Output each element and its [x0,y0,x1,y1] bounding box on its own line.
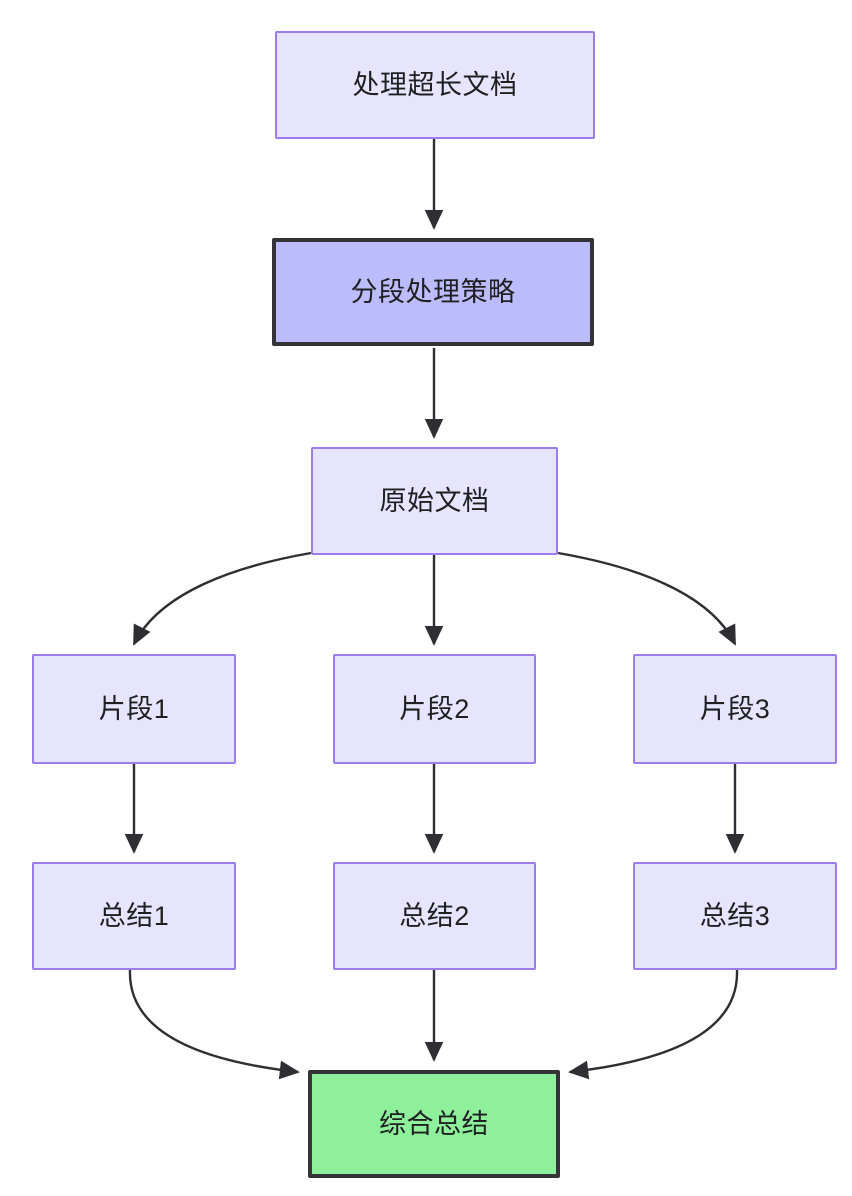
node-label-summary-2: 总结2 [399,900,470,931]
node-doc-long[interactable]: 处理超长文档 [275,31,595,139]
node-label-doc-long: 处理超长文档 [352,69,518,100]
node-label-fragment-2: 片段2 [399,693,470,724]
node-chunk-policy[interactable]: 分段处理策略 [272,238,594,346]
node-label-summary-final: 综合总结 [379,1108,489,1139]
edge-doc-origin-to-fragment-1 [132,551,312,646]
node-label-summary-3: 总结3 [699,900,771,931]
node-summary-1[interactable]: 总结1 [32,862,236,970]
node-label-doc-origin: 原始文档 [379,485,490,516]
node-label-summary-1: 总结1 [98,900,170,931]
node-summary-2[interactable]: 总结2 [333,862,536,970]
node-label-fragment-3: 片段3 [699,693,771,724]
edge-summary-1-to-summary-final [128,969,300,1080]
node-summary-3[interactable]: 总结3 [633,862,837,970]
node-label-fragment-1: 片段1 [98,693,170,724]
node-fragment-3[interactable]: 片段3 [633,654,837,764]
node-fragment-2[interactable]: 片段2 [333,654,536,764]
node-summary-final[interactable]: 综合总结 [308,1070,560,1178]
edge-summary-3-to-summary-final [568,969,739,1080]
node-fragment-1[interactable]: 片段1 [32,654,236,764]
edge-doc-origin-to-fragment-3 [557,551,737,646]
node-doc-origin[interactable]: 原始文档 [311,447,558,555]
node-label-chunk-policy: 分段处理策略 [350,276,516,307]
